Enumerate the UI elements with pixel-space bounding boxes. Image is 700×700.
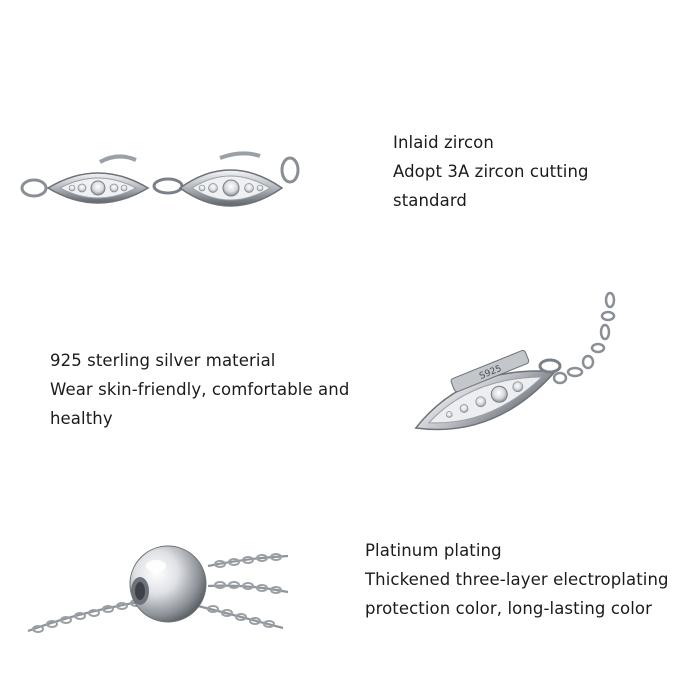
zircon-line-3: standard — [393, 191, 467, 210]
silver-feature-text: 925 sterling silver material Wear skin-f… — [50, 346, 349, 433]
zircon-feature-text: Inlaid zircon Adopt 3A zircon cutting st… — [393, 128, 589, 215]
zircon-title: Inlaid zircon — [393, 133, 494, 152]
plating-line-2: Thickened three-layer electroplating — [365, 570, 669, 589]
zircon-line-2: Adopt 3A zircon cutting — [393, 162, 589, 181]
plating-title: Platinum plating — [365, 541, 502, 560]
plating-feature-text: Platinum plating Thickened three-layer e… — [365, 536, 669, 623]
silver-line-2: Wear skin-friendly, comfortable and — [50, 380, 350, 399]
zircon-links-photo — [20, 151, 300, 207]
plating-line-3: protection color, long-lasting color — [365, 599, 652, 618]
bead-slider-photo — [27, 545, 289, 633]
silver-title: 925 sterling silver material — [50, 351, 276, 370]
silver-line-3: healthy — [50, 409, 113, 428]
s925-link-photo: S925 — [414, 291, 616, 431]
